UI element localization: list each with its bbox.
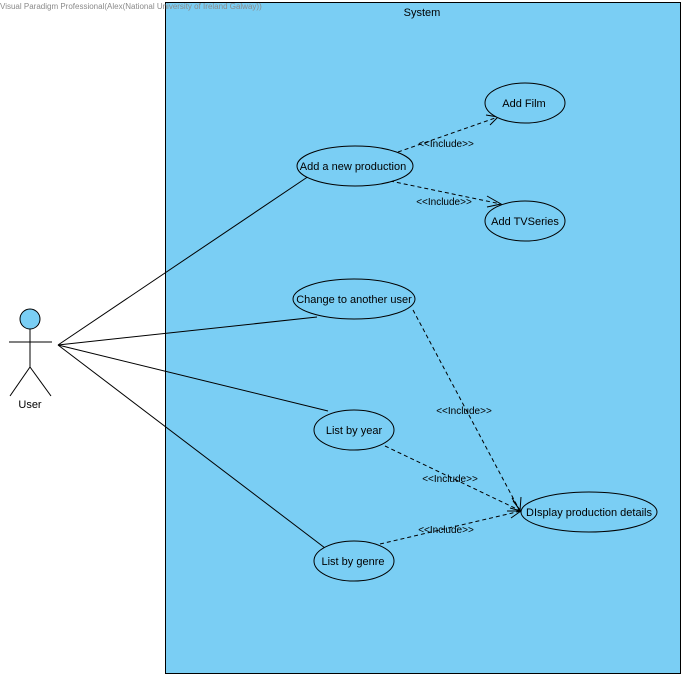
include-line-change-user[interactable] bbox=[412, 309, 521, 512]
actor-user[interactable] bbox=[9, 308, 52, 397]
include-dependencies bbox=[379, 116, 522, 545]
use-case-display-details[interactable] bbox=[520, 491, 658, 533]
use-case-label-change-user: Change to another user bbox=[296, 294, 412, 306]
include-line-add-film[interactable] bbox=[397, 116, 499, 153]
include-label-list-year: <<Include>> bbox=[422, 474, 478, 485]
use-case-list-genre[interactable] bbox=[313, 540, 395, 582]
system-boundary[interactable] bbox=[165, 2, 681, 674]
system-label: System bbox=[404, 7, 441, 19]
use-case-add-production[interactable] bbox=[296, 145, 414, 187]
watermark-text: Visual Paradigm Professional(Alex(Nation… bbox=[0, 2, 262, 11]
use-case-change-user[interactable] bbox=[292, 278, 416, 320]
association-change-user[interactable] bbox=[57, 316, 318, 346]
use-case-label-list-year: List by year bbox=[326, 425, 383, 437]
associations bbox=[57, 175, 329, 549]
use-case-add-tvseries[interactable] bbox=[484, 200, 566, 242]
association-list-genre[interactable] bbox=[57, 344, 326, 549]
include-line-add-tvseries[interactable] bbox=[389, 180, 502, 205]
association-add-production[interactable] bbox=[57, 175, 310, 346]
use-case-add-film[interactable] bbox=[484, 82, 566, 124]
use-case-list-year[interactable] bbox=[313, 409, 395, 451]
actor-head bbox=[19, 308, 41, 330]
actor-left-leg bbox=[9, 366, 31, 397]
actor-label: User bbox=[18, 399, 42, 411]
include-line-list-genre[interactable] bbox=[379, 510, 522, 545]
use-case-label-add-film: Add Film bbox=[502, 98, 545, 110]
include-label-add-tvseries: <<Include>> bbox=[416, 197, 472, 208]
association-list-year[interactable] bbox=[57, 344, 329, 412]
use-case-label-list-genre: List by genre bbox=[322, 556, 385, 568]
use-case-label-display-details: DIsplay production details bbox=[526, 507, 652, 519]
actor-right-leg bbox=[29, 366, 52, 397]
use-case-label-add-tvseries: Add TVSeries bbox=[491, 216, 559, 228]
use-case-label-add-production: Add a new production bbox=[300, 161, 406, 173]
include-label-list-genre: <<Include>> bbox=[418, 525, 474, 536]
include-label-add-film: <<Include>> bbox=[418, 139, 474, 150]
arrowhead-add-tvseries bbox=[486, 195, 503, 208]
include-label-change-user: <<Include>> bbox=[436, 406, 492, 417]
